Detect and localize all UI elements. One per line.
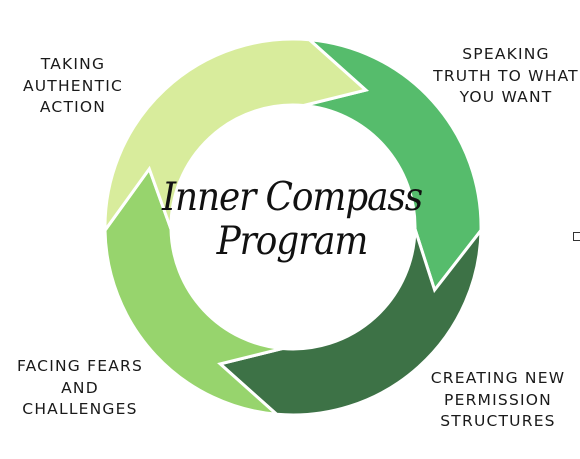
step-label-creating: CREATING NEW PERMISSION STRUCTURES (418, 368, 578, 433)
edge-fragment (573, 232, 580, 241)
step-label-line: STRUCTURES (440, 412, 556, 430)
step-label-line: FACING FEARS (16, 357, 144, 375)
step-label-line: SPEAKING (462, 45, 550, 63)
step-label-line: TAKING (40, 55, 106, 73)
step-label-line: ACTION (39, 98, 107, 116)
step-label-speaking: SPEAKING TRUTH TO WHAT YOU WANT (428, 44, 580, 109)
segment-taking (103, 37, 369, 235)
step-label-line: YOU WANT (459, 88, 553, 106)
step-label-line: AND (61, 378, 99, 397)
step-label-facing: FACING FEARS AND CHALLENGES (6, 356, 154, 421)
step-label-line: CREATING NEW (430, 369, 566, 387)
step-label-taking: TAKING AUTHENTIC ACTION (8, 54, 138, 119)
diagram-title-line2: Program (216, 219, 369, 264)
diagram-title-line1: Inner Compass (161, 175, 423, 220)
step-label-line: PERMISSION (444, 390, 552, 409)
step-label-line: CHALLENGES (22, 400, 138, 418)
step-label-line: AUTHENTIC (22, 76, 124, 95)
step-label-line: TRUTH TO WHAT (433, 66, 579, 85)
